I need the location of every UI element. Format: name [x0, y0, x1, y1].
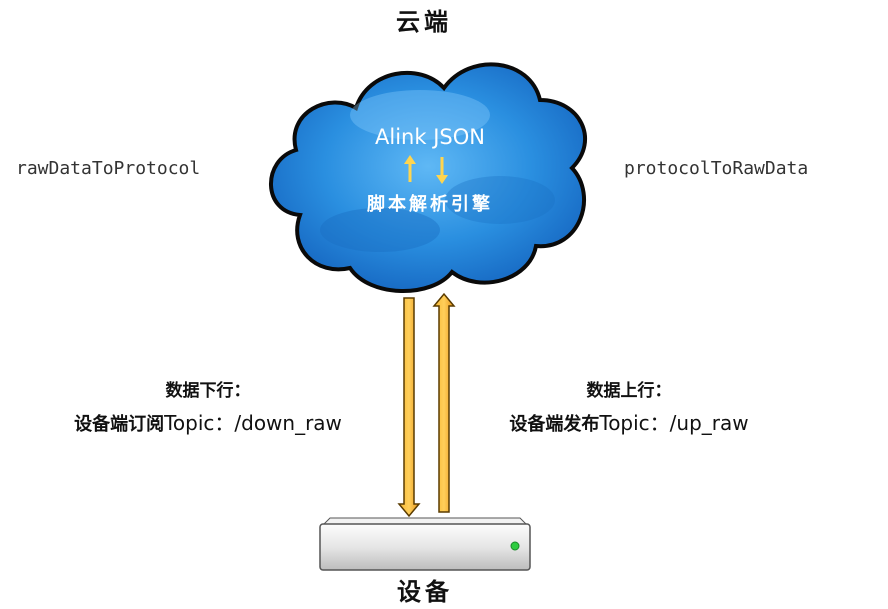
uplink-topic: 设备端发布Topic：/up_raw: [470, 407, 788, 436]
downlink-arrow-icon: [397, 297, 421, 518]
protocol-to-raw-label: protocolToRawData: [624, 158, 809, 179]
downlink-topic-name: Topic：/down_raw: [164, 411, 342, 435]
engine-name-label: 脚本解析引擎: [367, 194, 493, 215]
cloud-icon: [269, 62, 588, 293]
server-device-icon: [319, 517, 531, 571]
uplink-topic-name: Topic：/up_raw: [599, 411, 749, 435]
raw-to-protocol-label: rawDataToProtocol: [16, 158, 201, 179]
uplink-heading: 数据上行：: [586, 381, 672, 401]
uplink-arrow-icon: [432, 292, 456, 513]
downlink-description: 数据下行： 设备端订阅Topic：/down_raw: [30, 376, 386, 436]
uplink-description: 数据上行： 设备端发布Topic：/up_raw: [470, 376, 788, 436]
engine-format-label: Alink JSON: [375, 125, 485, 149]
downlink-topic: 设备端订阅Topic：/down_raw: [30, 407, 386, 436]
cloud-title: 云端: [396, 7, 452, 36]
downlink-topic-prefix: 设备端订阅: [74, 414, 165, 435]
uplink-topic-prefix: 设备端发布: [509, 414, 600, 435]
engine-up-arrow-icon: [404, 155, 416, 182]
downlink-heading: 数据下行：: [165, 381, 251, 401]
device-title: 设备: [397, 577, 453, 606]
engine-down-arrow-icon: [436, 157, 448, 184]
